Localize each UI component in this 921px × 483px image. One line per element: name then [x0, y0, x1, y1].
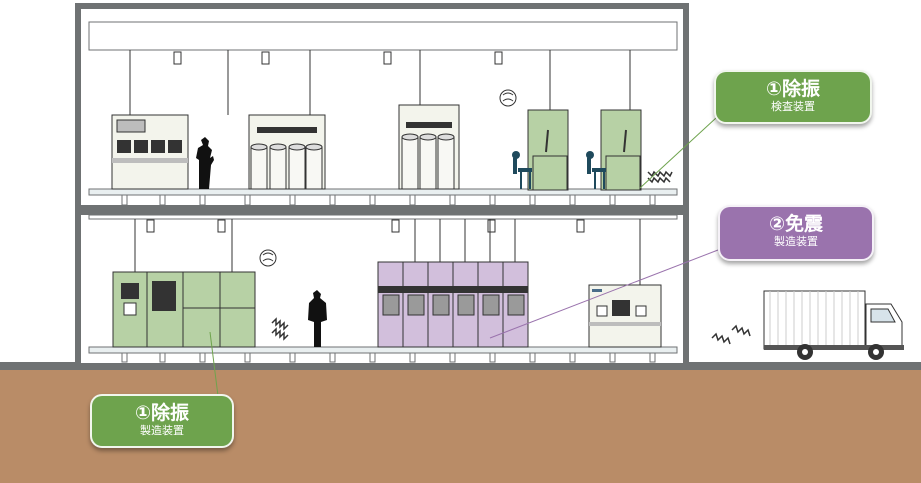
lower-ceiling: [88, 214, 678, 220]
lower-ceiling-fixtures: [134, 219, 641, 285]
vibration-wave-icon: [647, 176, 671, 184]
worker-silhouette-lower: [308, 290, 327, 347]
lower-white-machine: [588, 284, 662, 348]
vibration-puff-icon: [259, 249, 277, 267]
vibration-wave-icon: [271, 317, 289, 331]
upper-equipment-console: [111, 114, 189, 190]
vibration-wave-icon: [711, 332, 731, 345]
inspection-station-2: [586, 109, 642, 191]
callout-subtitle: 検査装置: [771, 100, 815, 113]
inspection-station-1: [512, 109, 569, 191]
vibration-wave-icon: [647, 170, 673, 178]
upper-equipment-drums: [248, 114, 326, 190]
truck: [763, 290, 904, 360]
callout-subtitle: 製造装置: [774, 235, 818, 248]
callout-manufacturing-vibration-isolation: ①除振 製造装置: [90, 394, 234, 448]
upper-equipment-tall: [398, 104, 460, 190]
vibration-wave-icon: [271, 327, 289, 341]
seismic-isolated-equipment-purple: [377, 261, 529, 348]
callout-inspection-vibration-isolation: ①除振 検査装置: [714, 70, 872, 124]
leader-line-manufacturing: [209, 331, 219, 397]
leader-line-seismic: [489, 249, 719, 339]
callout-title: ①除振: [765, 78, 821, 100]
vibration-puff-icon: [499, 89, 517, 107]
callout-title: ②免震: [768, 213, 824, 235]
callout-title: ①除振: [134, 402, 190, 424]
callout-seismic-isolation: ②免震 製造装置: [718, 205, 874, 261]
upper-ceiling-fixtures: [129, 50, 631, 115]
lower-manufacturing-equipment-green: [112, 271, 256, 348]
leader-line-inspection: [639, 117, 717, 189]
vibration-wave-icon: [731, 324, 751, 337]
upper-floor-platform: [88, 188, 678, 206]
callout-subtitle: 製造装置: [140, 424, 184, 437]
worker-silhouette-upper: [196, 137, 214, 189]
